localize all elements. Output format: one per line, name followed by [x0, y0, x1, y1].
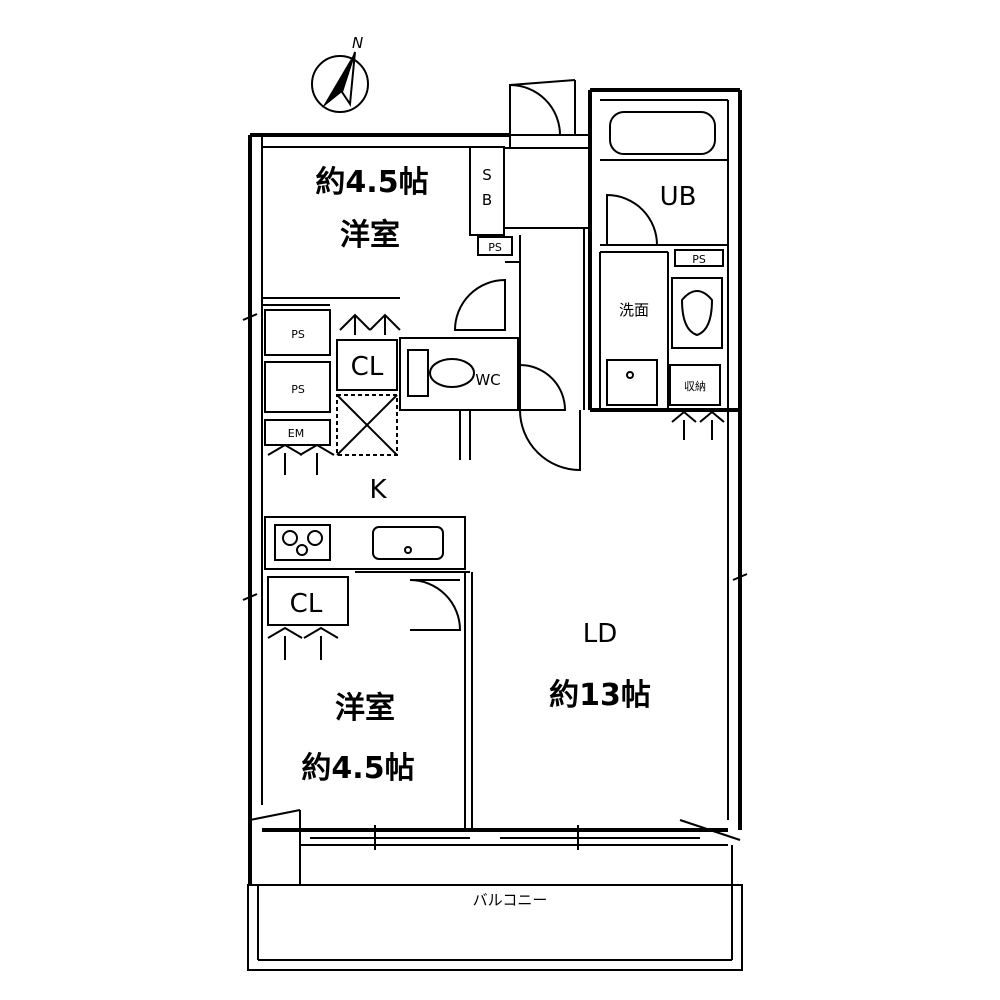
closet-bottom-label: CL [290, 589, 323, 619]
washroom-label: 洗面 [619, 301, 649, 319]
bedroom-bottom-size: 約4.5帖 [301, 751, 414, 786]
shoe-box: S B PS [469, 146, 513, 256]
toilet-bowl-icon [429, 358, 475, 388]
bedroom-bottom: 洋室 約4.5帖 [301, 571, 473, 830]
washroom: PS 洗面 収納 [590, 249, 740, 440]
closet-top: CL [336, 313, 401, 391]
ld-door [459, 409, 581, 472]
em-label: EM [288, 427, 304, 440]
ps-hall-label: PS [488, 241, 502, 254]
fridge-space [336, 394, 398, 456]
bathtub-icon [609, 111, 716, 155]
shoe-box-s: S [482, 166, 492, 184]
kitchen-label: K [369, 475, 387, 505]
bedroom-top-size: 約4.5帖 [315, 165, 428, 200]
ps-left-1-label: PS [291, 328, 305, 341]
ld-size: 約13帖 [549, 678, 651, 713]
ps-bath-label: PS [692, 253, 706, 266]
shoe-box-b: B [482, 191, 492, 209]
compass-north-label: N [352, 34, 363, 52]
washer-icon [606, 359, 658, 406]
unit-bath: UB [600, 111, 728, 246]
compass-icon: N [311, 34, 369, 113]
balcony: バルコニー [247, 845, 743, 971]
entrance [453, 79, 590, 410]
living-dining: LD 約13帖 [549, 619, 651, 713]
ld-label: LD [583, 619, 618, 649]
bath-label: UB [660, 182, 697, 212]
bedroom-top: 約4.5帖 洋室 [262, 165, 429, 306]
left-storage: PS PS EM [264, 309, 335, 475]
toilet: WC [399, 337, 567, 411]
bedroom-bottom-name: 洋室 [335, 691, 395, 726]
ps-left-2-label: PS [291, 383, 305, 396]
kitchen: K [264, 475, 466, 570]
outer-walls [242, 88, 748, 885]
balcony-label: バルコニー [473, 891, 548, 909]
toilet-label: WC [475, 371, 500, 389]
toilet-tank-icon [407, 349, 429, 397]
facade-windows [310, 825, 700, 850]
sink-icon [680, 290, 714, 337]
kitchen-sink-icon [372, 526, 444, 560]
storage-wash-label: 収納 [684, 380, 706, 393]
closet-top-label: CL [351, 352, 384, 382]
closet-bottom: CL [267, 576, 349, 660]
bedroom-top-name: 洋室 [340, 218, 400, 253]
stove-icon [274, 524, 331, 561]
